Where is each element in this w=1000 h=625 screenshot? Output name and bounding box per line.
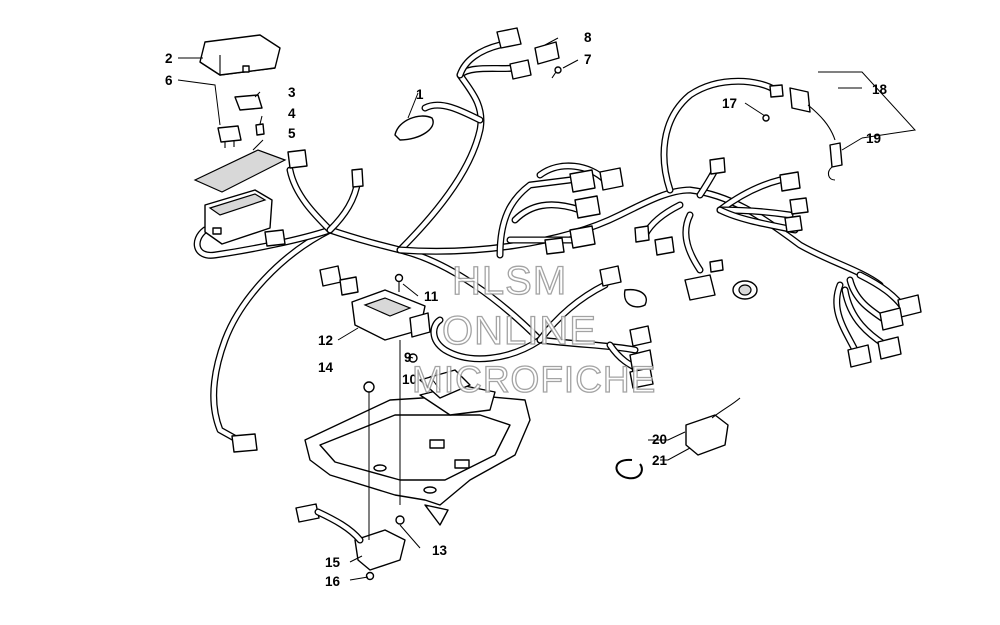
callout-12: 12 — [318, 333, 333, 348]
callout-9: 9 — [404, 350, 412, 365]
connector-right-5 — [634, 225, 675, 256]
connector-right-3 — [789, 197, 809, 215]
callout-7: 7 — [584, 52, 592, 67]
callout-2: 2 — [165, 51, 173, 66]
callout-18: 18 — [872, 82, 888, 97]
connector-bottom-left — [231, 433, 258, 453]
connector-left-1 — [287, 149, 308, 169]
connector-left-2 — [351, 168, 364, 188]
callout-19: 19 — [866, 131, 881, 146]
fuse-4 — [255, 123, 265, 136]
callout-20: 20 — [652, 432, 667, 447]
screw-7 — [551, 66, 562, 79]
bracket-10 — [419, 369, 471, 399]
relay-21 — [685, 397, 741, 456]
battery-tray — [304, 384, 531, 526]
callout-11: 11 — [424, 289, 439, 304]
callout-4: 4 — [288, 106, 296, 121]
callout-6: 6 — [165, 73, 173, 88]
callout-16: 16 — [325, 574, 341, 589]
connector-mid-2 — [599, 167, 624, 191]
callout-3: 3 — [288, 85, 296, 100]
module-15 — [295, 503, 406, 571]
clamp-20 — [615, 458, 643, 480]
connector-mid-5 — [599, 265, 647, 308]
callout-21: 21 — [652, 453, 668, 468]
connector-mid-6 — [629, 325, 654, 389]
connector-right-2 — [779, 171, 801, 192]
watermark-line-2: ONLINE — [442, 309, 597, 353]
relay-6 — [217, 125, 242, 148]
connector-left-3 — [264, 229, 286, 247]
screw-11 — [394, 273, 404, 292]
callout-14: 14 — [318, 360, 334, 375]
control-module-12 — [351, 289, 431, 341]
connector-far-right-3 — [847, 344, 872, 368]
light-socket — [732, 280, 758, 300]
callout-labels: 2 6 3 4 5 1 8 7 18 17 19 11 12 9 14 10 2… — [165, 30, 888, 589]
connector-mid-1 — [569, 169, 596, 193]
sensor-19 — [827, 142, 843, 181]
screw-16 — [365, 571, 375, 581]
callout-13: 13 — [432, 543, 448, 558]
callout-8: 8 — [584, 30, 592, 45]
nut-13 — [395, 515, 405, 525]
connector-17 — [769, 84, 784, 98]
connector-mid-3 — [574, 195, 601, 219]
fuse-block — [204, 189, 273, 245]
watermark-line-1: HLSM — [452, 259, 567, 303]
fuse-box-cover — [199, 34, 281, 76]
leader-lines — [177, 37, 917, 581]
watermark: HLSM ONLINE MICROFICHE — [411, 258, 656, 400]
callout-10: 10 — [402, 372, 417, 387]
bracket-18 — [789, 87, 836, 141]
callout-5: 5 — [288, 126, 296, 141]
connector-mid-4 — [544, 225, 596, 255]
watermark-line-3: MICROFICHE — [412, 359, 656, 400]
relay-3 — [234, 94, 263, 111]
screw-17 — [762, 114, 770, 122]
callout-17: 17 — [722, 96, 737, 111]
fuse-panel-5 — [193, 149, 287, 193]
connector-right-4 — [784, 215, 803, 233]
grommet-1 — [394, 115, 434, 141]
connector-far-right-4 — [877, 336, 902, 360]
connector-far-right-2 — [879, 307, 904, 331]
connector-right-1 — [709, 157, 726, 175]
connector-center-left — [319, 265, 359, 296]
nut-14 — [363, 381, 375, 393]
connector-right-6 — [684, 259, 724, 301]
callout-15: 15 — [325, 555, 341, 570]
callout-1: 1 — [416, 87, 424, 102]
connector-8 — [496, 27, 560, 80]
